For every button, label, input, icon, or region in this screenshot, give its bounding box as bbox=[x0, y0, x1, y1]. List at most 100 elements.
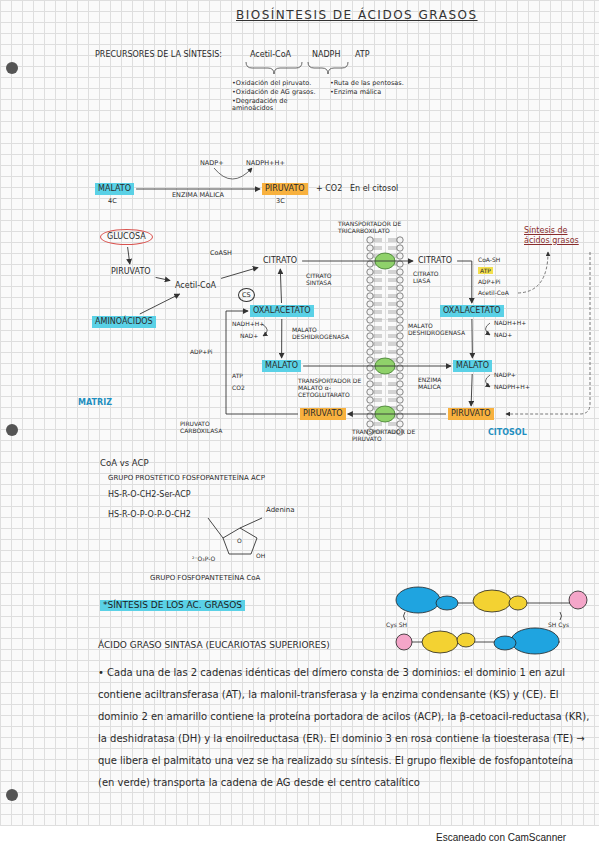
text-label: ÁCIDO GRASO SINTASA (EUCARIOTAS SUPERIOR… bbox=[98, 640, 330, 651]
ribose-ring bbox=[223, 528, 257, 554]
text-label: 4C bbox=[108, 198, 117, 206]
enzyme-illustration bbox=[396, 634, 412, 650]
watermark: Escaneado con CamScanner bbox=[430, 830, 572, 846]
text-label: NADP+ bbox=[494, 371, 516, 378]
text-label: MATRIZ bbox=[78, 398, 112, 408]
text-label: MALATO DESHIDROGENASA bbox=[292, 326, 352, 340]
text-label: •Enzima málica bbox=[330, 89, 410, 97]
reaction-arrow bbox=[140, 294, 180, 314]
text-label: Acetil-CoA bbox=[250, 50, 291, 60]
cofactor-arrow bbox=[486, 323, 491, 335]
text-label: CITOSOL bbox=[488, 428, 527, 438]
enzyme-illustration bbox=[457, 633, 475, 647]
node-text: PIRUVATO bbox=[451, 409, 491, 418]
node-text: PIRUVATO bbox=[111, 267, 151, 276]
text-label: ADP+Pi bbox=[478, 278, 501, 285]
enzyme-illustration bbox=[404, 612, 406, 620]
enzyme-label: ENZIMA MÁLICA bbox=[172, 192, 224, 200]
node-text: Acetil-CoA bbox=[175, 281, 216, 290]
text-label: •Oxidación de AG grasos. bbox=[232, 89, 320, 97]
metabolite-box: AMINOÁCIDOS bbox=[92, 316, 156, 328]
node-text: CITRATO bbox=[418, 256, 452, 265]
cofactor-arrow bbox=[214, 168, 252, 179]
enzyme-illustration bbox=[560, 612, 562, 620]
text-label: Acetil-CoA bbox=[478, 289, 509, 296]
paragraph: • Cada una de las 2 cadenas idénticas de… bbox=[98, 662, 592, 794]
text-label: OH bbox=[256, 552, 265, 559]
text-label: GRUPO PROSTÉTICO FOSFOPANTETEÍNA ACP bbox=[108, 474, 265, 482]
text-label: CoA vs ACP bbox=[100, 458, 149, 468]
dashed-arrow bbox=[518, 252, 548, 293]
text-label: Síntesis de ácidos grasos bbox=[524, 226, 588, 245]
text-label: ATP bbox=[355, 50, 370, 60]
node-text: MALATO bbox=[265, 361, 298, 370]
ribose-ring bbox=[240, 518, 262, 528]
text-label: GRUPO FOSFOPANTETEÍNA CoA bbox=[150, 574, 260, 582]
text-label: *SÍNTESIS DE LOS AC. GRASOS bbox=[100, 600, 245, 611]
reaction-arrow bbox=[471, 319, 473, 358]
text-label: En el citosol bbox=[350, 184, 398, 194]
node-text: OXALACETATO bbox=[253, 306, 311, 315]
metabolite-box: MALATO bbox=[453, 360, 492, 372]
enzyme-illustration bbox=[511, 628, 559, 654]
node-text: CITRATO bbox=[263, 256, 297, 265]
text-label: NADPH+H+ bbox=[494, 383, 530, 390]
node-text: PIRUVATO bbox=[265, 184, 305, 193]
metabolite-box: PIRUVATO bbox=[262, 183, 308, 195]
text-label: CoA-SH bbox=[478, 256, 500, 263]
reaction-arrow bbox=[221, 268, 258, 279]
reaction-arrow bbox=[471, 374, 472, 406]
node-text: MALATO bbox=[98, 184, 131, 193]
cofactor-arrow bbox=[486, 375, 491, 387]
node-text: CS bbox=[242, 291, 251, 299]
text-label: •Degradación de aminoácidos bbox=[232, 98, 320, 114]
node-text: OXALACETATO bbox=[443, 306, 501, 315]
text-label: + CO2 bbox=[316, 184, 342, 194]
text-label: CoASH bbox=[210, 250, 232, 258]
binder-hole bbox=[6, 424, 18, 436]
ribose-ring bbox=[208, 518, 223, 538]
metabolite-box: CITRATO bbox=[415, 255, 455, 267]
ribose-ring bbox=[208, 518, 262, 554]
reaction-arrow bbox=[303, 366, 451, 367]
text-label: TRANSPORTADOR DE PIRUVATO bbox=[352, 428, 424, 442]
text-label: CO2 bbox=[232, 384, 245, 391]
enzyme-illustration bbox=[422, 631, 458, 653]
node-text: AMINOÁCIDOS bbox=[95, 317, 153, 326]
metabolite-box: OXALACETATO bbox=[250, 305, 314, 317]
enzyme-illustration bbox=[509, 596, 527, 610]
metabolite-box: MALATO bbox=[95, 183, 134, 195]
text-label: ²⁻O₃P-O bbox=[192, 555, 215, 562]
text-label: ADP+Pi bbox=[190, 348, 213, 355]
text-label: CITRATO LIASA bbox=[413, 270, 453, 284]
reaction-arrow bbox=[136, 189, 260, 190]
text-label: PIRUVATO CARBOXILASA bbox=[180, 420, 228, 434]
binder-hole bbox=[6, 789, 18, 801]
transporter bbox=[375, 253, 395, 422]
binder-hole bbox=[6, 62, 18, 74]
binder-hole bbox=[6, 62, 18, 801]
reaction-arrow bbox=[280, 269, 281, 303]
membrane bbox=[365, 236, 405, 436]
page-title: BIOSÍNTESIS DE ÁCIDOS GRASOS bbox=[236, 8, 478, 22]
brace bbox=[246, 62, 302, 74]
reaction-arrow bbox=[457, 261, 472, 303]
text-label: •Ruta de las pentosas. bbox=[330, 80, 410, 88]
text-label: NAD+ bbox=[240, 332, 258, 339]
text-label: NADPH+H+ bbox=[246, 160, 285, 168]
text-label: SH Cys bbox=[548, 621, 569, 628]
enzyme-illustration bbox=[436, 596, 458, 610]
node-text: PIRUVATO bbox=[303, 409, 343, 418]
metabolite-box: Acetil-CoA bbox=[172, 280, 219, 292]
enzyme-illustration bbox=[473, 590, 511, 612]
enzyme-illustration bbox=[396, 587, 440, 613]
node-text: MALATO bbox=[456, 361, 489, 370]
text-label: ATP bbox=[232, 372, 243, 379]
text-label: TRANSPORTADOR DE TRICARBOXILATO bbox=[338, 220, 428, 234]
text-label: PRECURSORES DE LA SÍNTESIS: bbox=[95, 50, 222, 60]
reaction-arrow bbox=[128, 247, 130, 264]
metabolite-box: OXALACETATO bbox=[440, 305, 504, 317]
enzyme-circle: CS bbox=[238, 288, 255, 302]
